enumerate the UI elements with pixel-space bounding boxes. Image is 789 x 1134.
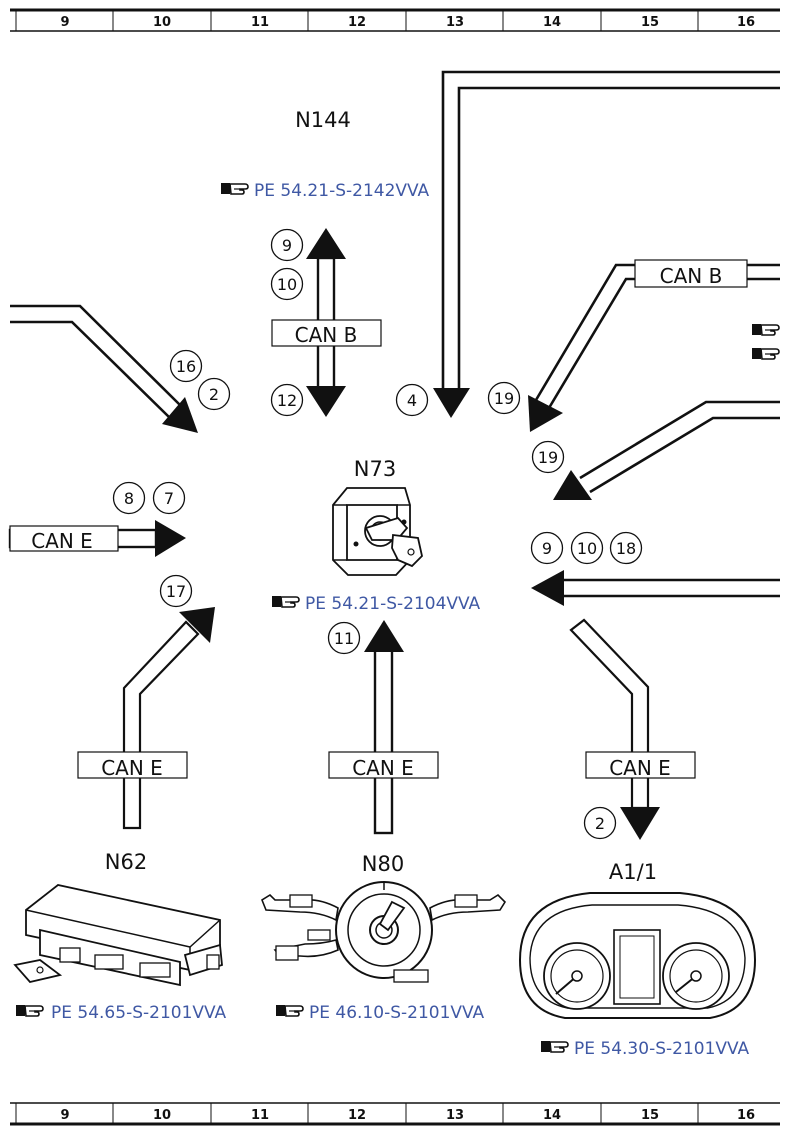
top-down-connection [433, 70, 780, 418]
signal-circle: 8 [112, 481, 146, 515]
signal-circle: 17 [159, 574, 193, 608]
svg-text:17: 17 [166, 582, 186, 601]
svg-text:11: 11 [334, 629, 354, 648]
n80-label: N80 [362, 852, 404, 876]
svg-text:4: 4 [407, 391, 417, 410]
svg-text:2: 2 [209, 385, 219, 404]
n144-ref-text: PE 54.21-S-2142VVA [254, 181, 430, 201]
n73-ref-link[interactable]: PE 54.21-S-2104VVA [271, 594, 481, 614]
signal-circles: 9 10 12 16 2 4 19 19 8 7 9 10 18 17 11 2 [112, 228, 643, 840]
can-e-n62-text: CAN E [101, 756, 163, 780]
ruler-col: 16 [737, 1108, 755, 1123]
ruler-col: 9 [60, 15, 69, 30]
signal-circle: 10 [270, 267, 304, 301]
can-e-left-text: CAN E [31, 529, 93, 553]
can-e-a11-text: CAN E [609, 756, 671, 780]
svg-text:9: 9 [542, 539, 552, 558]
n73-label: N73 [354, 457, 396, 481]
can-e-n80-text: CAN E [352, 756, 414, 780]
pointing-hand-icon[interactable] [751, 347, 780, 360]
a11-ref-text: PE 54.30-S-2101VVA [574, 1039, 750, 1059]
n62-ref-text: PE 54.65-S-2101VVA [51, 1003, 227, 1023]
n62-label: N62 [105, 850, 147, 874]
pointing-hand-icon [275, 1004, 304, 1017]
can-b-center-text: CAN B [295, 323, 358, 347]
ruler-col: 13 [446, 1108, 464, 1123]
svg-text:8: 8 [124, 489, 134, 508]
ruler-col: 12 [348, 15, 366, 30]
ruler-col: 10 [153, 15, 171, 30]
ruler-col: 16 [737, 15, 755, 30]
a11-connection [569, 618, 660, 840]
ruler-col: 14 [543, 15, 561, 30]
signal-circle: 10 [570, 531, 604, 565]
signal-circle: 19 [487, 381, 521, 415]
a11-label: A1/1 [609, 860, 657, 884]
pointing-hand-icon [540, 1040, 569, 1053]
signal-circle: 4 [395, 383, 429, 417]
ruler-col: 13 [446, 15, 464, 30]
ruler-col: 12 [348, 1108, 366, 1123]
can-e-n62-label: CAN E [77, 751, 188, 780]
can-b-center-label: CAN B [271, 319, 382, 347]
right-diag-connection [553, 400, 780, 500]
svg-text:7: 7 [164, 489, 174, 508]
svg-text:19: 19 [538, 448, 558, 467]
right-can-b-connection [528, 263, 780, 432]
n144-ref-link[interactable]: PE 54.21-S-2142VVA [220, 181, 430, 201]
signal-circle: 2 [583, 806, 617, 840]
top-ruler: 9 10 11 12 13 14 15 16 [10, 8, 780, 32]
control-unit-icon [13, 884, 223, 987]
n73-ref-text: PE 54.21-S-2104VVA [305, 594, 481, 614]
ruler-col: 9 [60, 1108, 69, 1123]
svg-text:10: 10 [577, 539, 597, 558]
right-left-connection [531, 570, 780, 606]
ruler-col: 11 [251, 15, 269, 30]
pointing-hand-icon [220, 182, 249, 195]
pointing-hand-icon[interactable] [751, 323, 780, 336]
can-b-right-label: CAN B [634, 259, 748, 288]
ruler-col: 11 [251, 1108, 269, 1123]
can-e-a11-label: CAN E [585, 751, 696, 780]
pointing-hand-icon [15, 1004, 44, 1017]
signal-circle: 7 [152, 481, 186, 515]
n144-label: N144 [295, 108, 351, 132]
signal-circle: 12 [270, 383, 304, 417]
svg-text:19: 19 [494, 389, 514, 408]
svg-text:16: 16 [176, 357, 196, 376]
signal-circle: 18 [609, 531, 643, 565]
svg-text:10: 10 [277, 275, 297, 294]
signal-circle: 19 [531, 440, 565, 474]
bottom-ruler: 9 10 11 12 13 14 15 16 [10, 1102, 780, 1126]
steering-column-module-icon [261, 881, 507, 983]
signal-circle: 2 [197, 377, 231, 411]
n62-connection [122, 607, 215, 830]
n80-connection [364, 620, 404, 835]
a11-ref-link[interactable]: PE 54.30-S-2101VVA [540, 1039, 750, 1059]
can-b-right-text: CAN B [660, 264, 723, 288]
ruler-col: 15 [641, 1108, 659, 1123]
left-diag-connection [10, 304, 198, 433]
signal-circle: 9 [270, 228, 304, 262]
n80-ref-text: PE 46.10-S-2101VVA [309, 1003, 485, 1023]
ignition-switch-icon [332, 487, 423, 576]
n80-ref-link[interactable]: PE 46.10-S-2101VVA [275, 1003, 485, 1023]
ruler-col: 14 [543, 1108, 561, 1123]
signal-circle: 16 [169, 349, 203, 383]
svg-text:2: 2 [595, 814, 605, 833]
can-e-n80-label: CAN E [328, 751, 439, 780]
pointing-hand-icon [271, 595, 300, 608]
can-e-left-label: CAN E [9, 525, 119, 553]
ruler-col: 10 [153, 1108, 171, 1123]
svg-text:18: 18 [616, 539, 636, 558]
svg-text:9: 9 [282, 236, 292, 255]
signal-circle: 11 [327, 621, 361, 655]
svg-text:12: 12 [277, 391, 297, 410]
instrument-cluster-icon [518, 892, 757, 1019]
n62-ref-link[interactable]: PE 54.65-S-2101VVA [15, 1003, 227, 1023]
signal-circle: 9 [530, 531, 564, 565]
ruler-col: 15 [641, 15, 659, 30]
